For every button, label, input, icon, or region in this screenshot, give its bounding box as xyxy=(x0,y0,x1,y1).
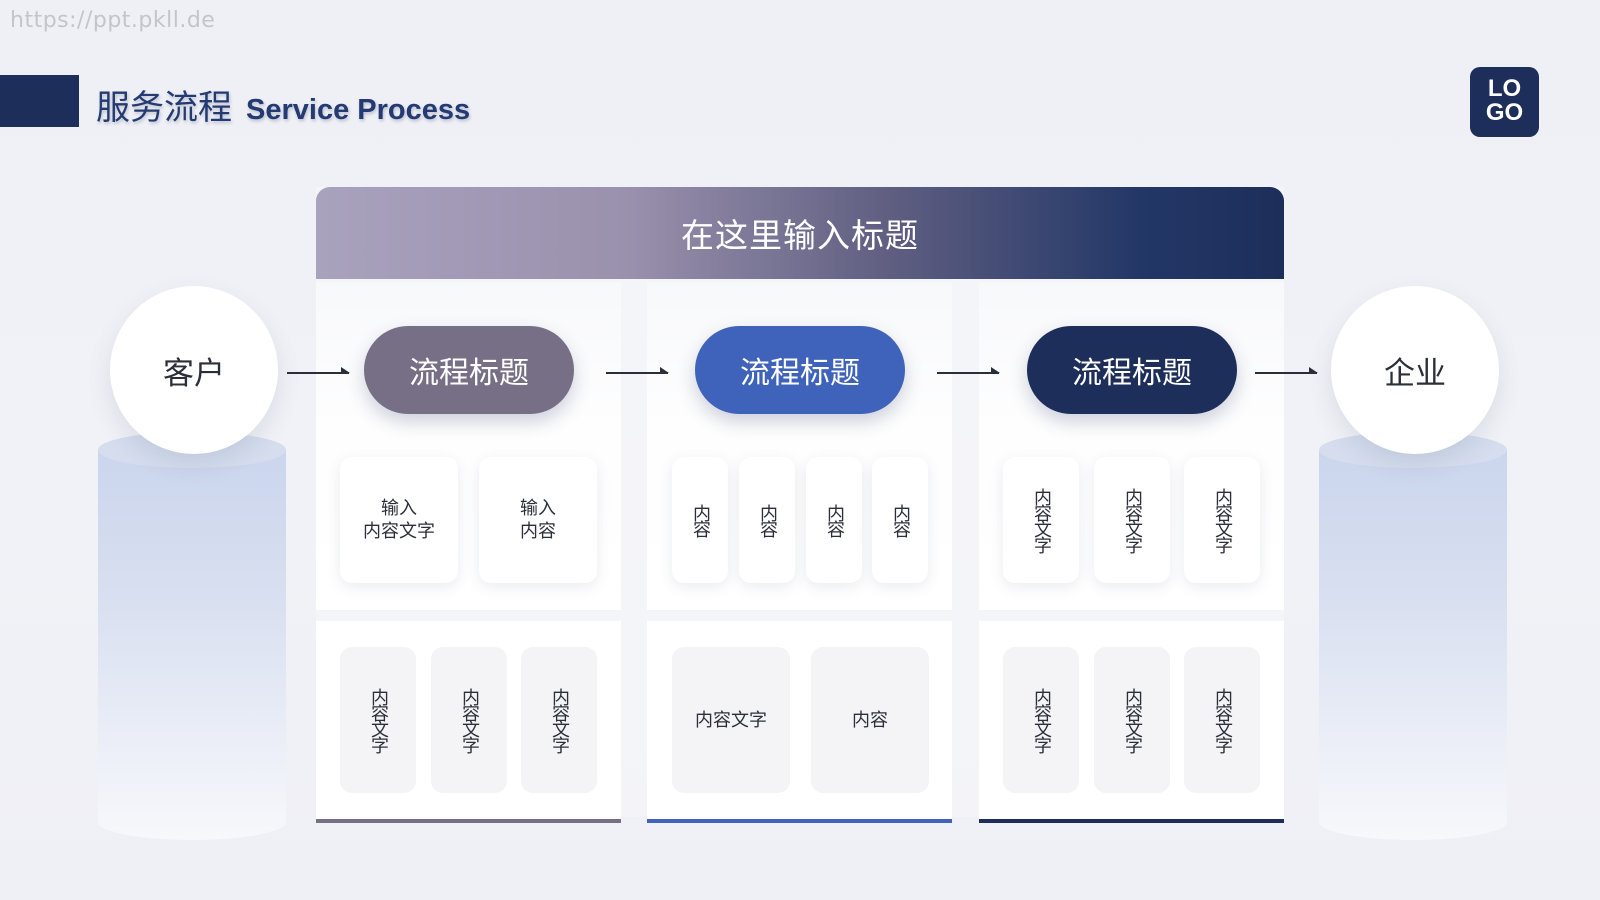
step-3-underline xyxy=(979,819,1284,823)
step-3-bottom-card: 内容文字 xyxy=(1003,647,1079,793)
flow-arrow xyxy=(606,367,669,374)
card-text: 内容 xyxy=(890,504,911,536)
step-1-bottom-card: 内容文字 xyxy=(521,647,597,793)
page-title-en: Service Process xyxy=(246,94,471,126)
logo: LO GO xyxy=(1470,67,1539,137)
start-pedestal xyxy=(98,432,286,840)
card-text: 输入 内容文字 xyxy=(363,498,435,542)
card-text: 内容文字 xyxy=(1031,488,1052,552)
card-text: 输入 内容 xyxy=(520,498,556,542)
card-text: 内容 xyxy=(852,709,888,731)
title-accent-bar xyxy=(0,75,79,127)
step-3-top-card: 内容文字 xyxy=(1184,457,1260,583)
card-text: 内容文字 xyxy=(549,688,570,752)
start-node: 客户 xyxy=(110,286,278,454)
watermark: https://ppt.pkll.de xyxy=(10,8,216,33)
card-text: 内容文字 xyxy=(1031,688,1052,752)
step-1-underline xyxy=(316,819,621,823)
step-3-top-card: 内容文字 xyxy=(1003,457,1079,583)
flow-arrow xyxy=(937,367,1000,374)
card-text: 内容 xyxy=(757,504,778,536)
end-pedestal xyxy=(1319,432,1507,840)
step-1-bottom-card: 内容文字 xyxy=(340,647,416,793)
page-title-cn: 服务流程 xyxy=(96,88,232,128)
card-text: 内容 xyxy=(690,504,711,536)
flow-arrow xyxy=(1255,367,1318,374)
step-3-top-card: 内容文字 xyxy=(1094,457,1170,583)
card-text: 内容文字 xyxy=(1122,488,1143,552)
card-text: 内容 xyxy=(824,504,845,536)
step-3-bottom-card: 内容文字 xyxy=(1184,647,1260,793)
step-3-bottom-card: 内容文字 xyxy=(1094,647,1170,793)
step-2-top-card: 内容 xyxy=(672,457,728,583)
card-text: 内容文字 xyxy=(1212,488,1233,552)
step-1-bottom-card: 内容文字 xyxy=(431,647,507,793)
flow-arrow xyxy=(287,367,350,374)
card-text: 内容文字 xyxy=(695,709,767,731)
step-2-top-card: 内容 xyxy=(739,457,795,583)
card-text: 内容文字 xyxy=(368,688,389,752)
step-2-top-card: 内容 xyxy=(872,457,928,583)
end-node: 企业 xyxy=(1331,286,1499,454)
step-2-top-card: 内容 xyxy=(806,457,862,583)
step-2-bottom-card: 内容文字 xyxy=(672,647,790,793)
step-1-top-card: 输入 内容文字 xyxy=(340,457,458,583)
card-text: 内容文字 xyxy=(1212,688,1233,752)
step-1-title: 流程标题 xyxy=(364,326,574,414)
step-2-title: 流程标题 xyxy=(695,326,905,414)
card-text: 内容文字 xyxy=(459,688,480,752)
step-2-bottom-card: 内容 xyxy=(811,647,929,793)
step-3-title: 流程标题 xyxy=(1027,326,1237,414)
process-header: 在这里输入标题 xyxy=(316,187,1284,279)
step-1-top-card: 输入 内容 xyxy=(479,457,597,583)
card-text: 内容文字 xyxy=(1122,688,1143,752)
page-title: 服务流程 Service Process xyxy=(96,80,471,128)
step-2-underline xyxy=(647,819,952,823)
